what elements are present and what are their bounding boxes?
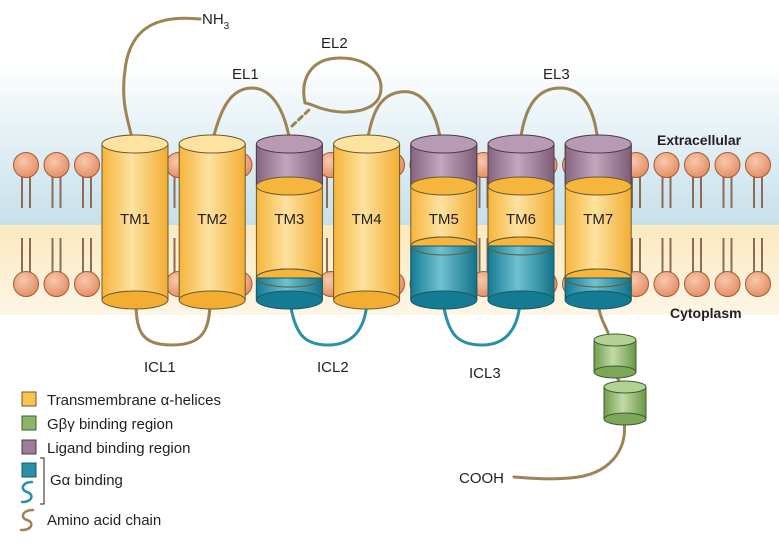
lipid-head-outer [684,152,710,178]
legend-ga-swatch [21,462,37,478]
legend-ga-label: Gα binding [50,472,123,489]
el2-knot-loop [302,56,383,114]
legend-ligand-swatch [21,439,37,455]
el2-dashed-link [290,107,312,128]
helix-tm2: TM2 [178,134,246,310]
n-terminus-chain [122,16,202,145]
c-terminus-chain [512,418,627,481]
legend-gby-label: Gβγ binding region [47,416,173,433]
el2-right-loop [365,90,443,145]
icl3-loop [441,300,522,347]
icl1-label: ICL1 [144,359,176,376]
lipid-head-outer [714,152,741,178]
cytoplasm-label: Cytoplasm [670,305,742,321]
legend-gby-swatch [21,415,37,431]
lipid-head-inner [745,271,771,297]
helix-tm4: TM4 [333,134,401,310]
lipid-head-inner [714,271,741,297]
lipid-head-outer [653,152,680,178]
gby-cylinder-2 [603,380,647,426]
el2-label: EL2 [321,35,348,52]
helix-label: TM2 [197,211,227,228]
helix-tm7: TM7 [564,134,632,310]
lipid-head-outer [43,152,70,178]
lipid-head-outer [13,152,39,178]
helix-label: TM4 [352,211,382,228]
ga-binding-loops [288,300,522,347]
legend-ga-loop-icon [20,480,34,504]
lipid-head-outer [745,152,771,178]
lipid-head-outer [74,152,100,178]
icl3-label: ICL3 [469,365,501,382]
helix-label: TM1 [120,211,150,228]
legend-ligand-label: Ligand binding region [47,440,190,457]
el1-loop [210,86,292,145]
icl2-loop [288,300,369,347]
el3-label: EL3 [543,66,570,83]
extracellular-label: Extracellular [657,132,742,148]
helix-label: TM5 [429,211,459,228]
amino-acid-chain [122,16,627,481]
lipid-head-inner [13,271,39,297]
nh3-label: NH3 [202,11,230,32]
lipid-head-inner [74,271,100,297]
gby-cylinder-1 [593,333,637,379]
icl1-loop [134,298,212,347]
icl2-label: ICL2 [317,359,349,376]
helix-tm1: TM1 [101,134,169,310]
el3-loop [518,86,600,145]
helix-label: TM3 [274,211,304,228]
legend-transmembrane-label: Transmembrane α-helices [47,392,221,409]
cooh-label: COOH [459,470,504,487]
legend: Transmembrane α-helices Gβγ binding regi… [19,391,221,532]
gby-binding-cylinders [593,333,647,426]
transmembrane-helices: TM1 TM2 TM3 TM4 TM5 TM6 TM7 [101,134,632,310]
lipid-head-inner [684,271,710,297]
helix-tm5: TM5 [410,134,478,310]
legend-ga-bracket [40,457,45,505]
lipid-head-inner [43,271,70,297]
helix-tm3: TM3 [255,134,323,310]
legend-amino-label: Amino acid chain [47,512,161,529]
lipid-head-inner [653,271,680,297]
legend-transmembrane-swatch [21,391,37,407]
legend-amino-icon [19,508,35,532]
helix-tm6: TM6 [487,134,555,310]
helix-label: TM6 [506,211,536,228]
el1-label: EL1 [232,66,259,83]
helix-label: TM7 [583,211,613,228]
